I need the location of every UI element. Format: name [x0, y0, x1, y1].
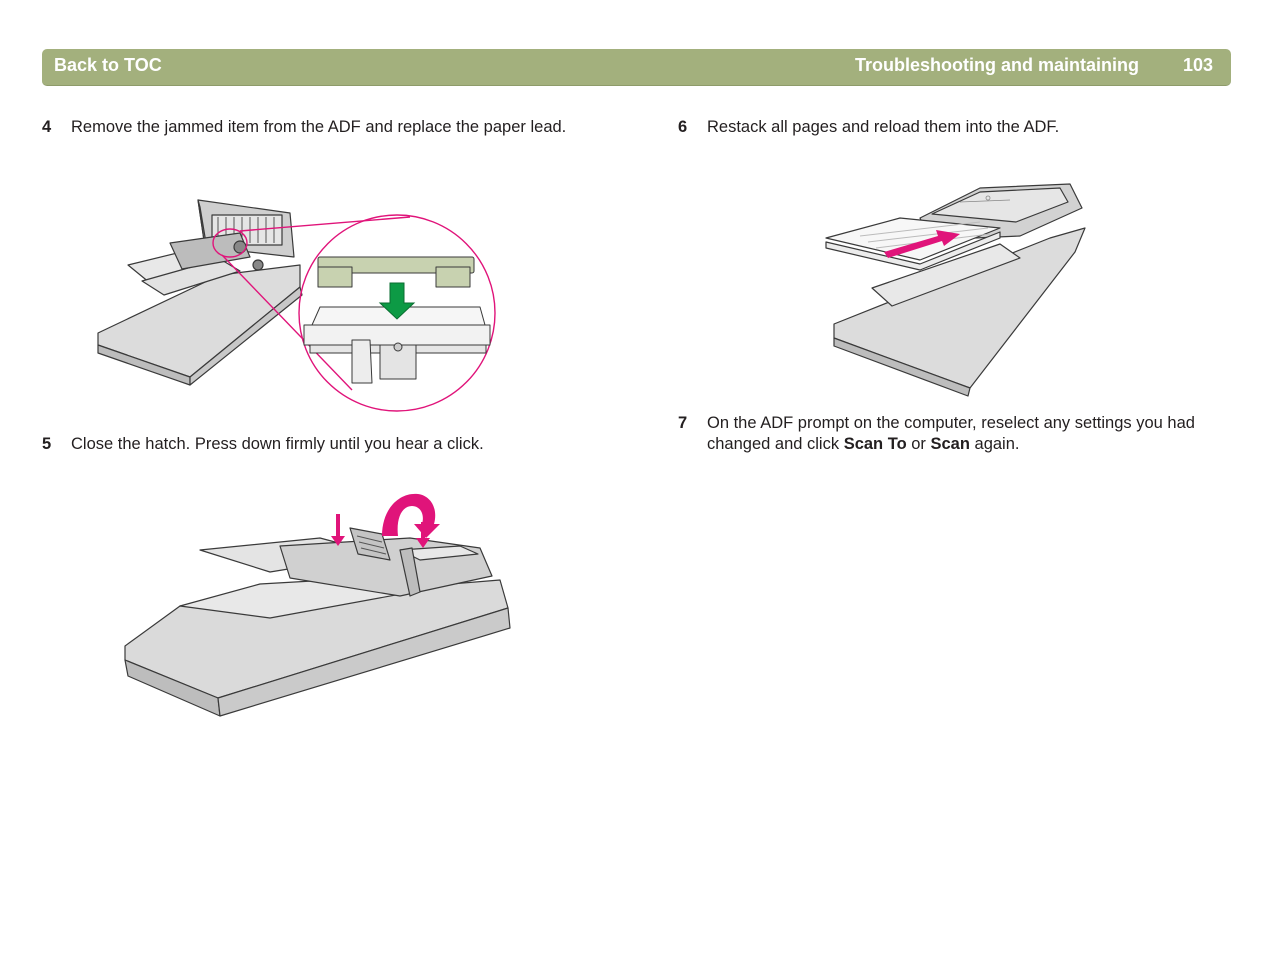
- step-text: Close the hatch. Press down firmly until…: [71, 435, 484, 453]
- step-text: On the ADF prompt on the computer, resel…: [707, 413, 1237, 455]
- step-text: Restack all pages and reload them into t…: [707, 118, 1060, 136]
- step-text-part: or: [906, 435, 931, 453]
- step-number: 4: [42, 118, 52, 136]
- scan-label: Scan: [930, 435, 970, 453]
- section-title: Troubleshooting and maintaining: [855, 55, 1139, 75]
- header-bar: Back to TOC Troubleshooting and maintain…: [42, 49, 1231, 86]
- step-text-part: On the ADF prompt on the computer, resel…: [707, 414, 1195, 453]
- step-number: 5: [42, 435, 52, 453]
- adf-jam-illustration: [97, 199, 496, 412]
- step-number: 6: [678, 118, 688, 136]
- reload-adf-illustration: [825, 183, 1086, 397]
- back-to-toc-link[interactable]: Back to TOC: [54, 55, 162, 75]
- page-number: 103: [1182, 55, 1213, 75]
- step-text: Remove the jammed item from the ADF and …: [71, 118, 567, 136]
- step-text-part: again.: [969, 435, 1020, 453]
- close-hatch-illustration: [124, 493, 511, 717]
- scan-to-label: Scan To: [843, 435, 907, 453]
- step-number: 7: [678, 414, 688, 432]
